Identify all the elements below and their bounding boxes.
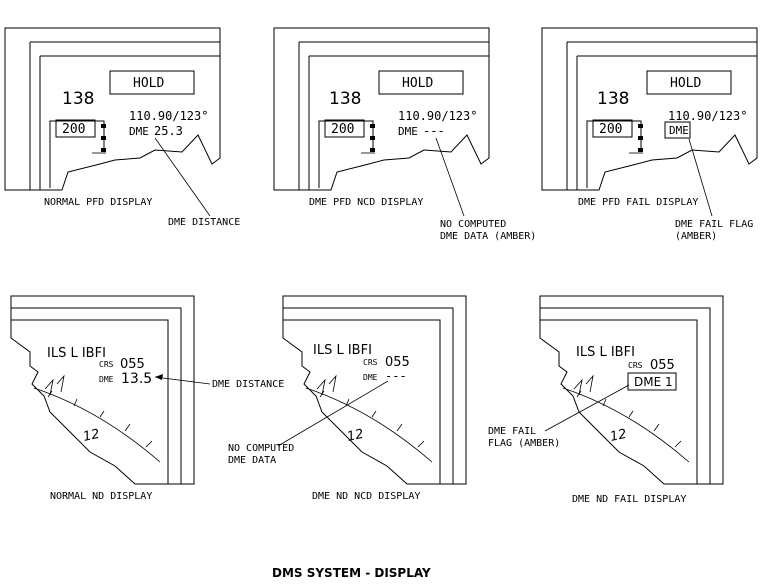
- dme-distance: 25.3: [154, 124, 183, 138]
- callout-label-line2: FLAG (AMBER): [488, 438, 560, 449]
- callout-leader: [277, 380, 389, 447]
- tick-mark: [638, 136, 643, 140]
- dme-label: DME: [129, 125, 149, 138]
- tick-mark: [370, 124, 375, 128]
- callout-leader: [154, 376, 211, 385]
- callout-label: DME DISTANCE: [212, 379, 284, 390]
- nd-panel-ncd: ILS L IBFI CRS 055 DME --- 12 NO COMPUTE…: [228, 295, 467, 502]
- crs-label: CRS: [628, 361, 643, 370]
- callout-label: DME DISTANCE: [168, 217, 240, 228]
- tick-mark: [370, 148, 375, 152]
- altitude-readout: 200: [331, 122, 354, 137]
- callout-leader: [435, 137, 465, 217]
- altitude-box: [592, 119, 633, 138]
- dme-label: DME: [99, 375, 114, 384]
- heading-label: 12: [346, 427, 365, 445]
- panel-caption: DME ND NCD DISPLAY: [312, 491, 420, 502]
- crs-label: CRS: [99, 360, 114, 369]
- altitude-box: [55, 119, 96, 138]
- tick-mark: [638, 124, 643, 128]
- speed-readout: 138: [329, 89, 361, 109]
- altitude-readout: 200: [599, 122, 622, 137]
- hold-label: HOLD: [670, 76, 701, 91]
- nd-panel-normal: ILS L IBFI CRS 055 DME 13.5 12 DME DISTA…: [10, 295, 284, 502]
- crs-value: 055: [120, 357, 145, 372]
- panel-caption: NORMAL ND DISPLAY: [50, 491, 152, 502]
- hold-label: HOLD: [402, 76, 433, 91]
- tick-mark: [638, 148, 643, 152]
- dme-ncd-dashes: ---: [423, 124, 445, 138]
- altitude-box: [324, 119, 365, 138]
- callout-label-line1: NO COMPUTED: [228, 443, 294, 454]
- dme-fail-flag: DME 1: [634, 375, 673, 389]
- callout-leader: [154, 137, 211, 217]
- callout-label-line1: DME FAIL FLAG: [675, 219, 753, 230]
- callout-label-line1: NO COMPUTED: [440, 219, 506, 230]
- heading-label: 12: [609, 427, 628, 445]
- callout-label-line2: DME DATA (AMBER): [440, 231, 536, 242]
- dme-label: DME: [398, 125, 418, 138]
- ils-identifier: ILS L IBFI: [47, 346, 106, 361]
- dme-fail-flag-box: [664, 121, 691, 139]
- dme-distance: 13.5: [121, 371, 152, 387]
- ils-identifier: ILS L IBFI: [313, 343, 372, 358]
- ils-identifier: ILS L IBFI: [576, 345, 635, 360]
- pfd-panel-fail: HOLD 138 110.90/123° DME 200 DME PFD FAI…: [541, 27, 758, 242]
- callout-label-line2: (AMBER): [675, 231, 717, 242]
- panel-caption: DME PFD FAIL DISPLAY: [578, 197, 698, 208]
- nd-panel-fail: ILS L IBFI CRS 055 DME 1 12 DME FAIL FLA…: [488, 295, 724, 505]
- figure-title: DMS SYSTEM - DISPLAY: [272, 566, 431, 580]
- callout-leader: [544, 384, 630, 432]
- freq-course: 110.90/123°: [398, 109, 477, 123]
- crs-label: CRS: [363, 358, 378, 367]
- panel-caption: DME ND FAIL DISPLAY: [572, 494, 686, 505]
- heading-label: 12: [82, 427, 101, 445]
- pfd-panel-normal: HOLD 138 110.90/123° DME 25.3 200 NORMAL…: [4, 27, 240, 228]
- panel-caption: DME PFD NCD DISPLAY: [309, 197, 423, 208]
- altitude-tape: [49, 120, 105, 188]
- altitude-readout: 200: [62, 122, 85, 137]
- hold-box: [646, 70, 732, 95]
- freq-course: 110.90/123°: [129, 109, 208, 123]
- panel-caption: NORMAL PFD DISPLAY: [44, 197, 152, 208]
- speed-readout: 138: [62, 89, 94, 109]
- tick-mark: [101, 148, 106, 152]
- hold-label: HOLD: [133, 76, 164, 91]
- dme-fail-flag-box: [627, 372, 677, 391]
- dme-fail-flag: DME: [669, 124, 689, 137]
- tick-mark: [370, 136, 375, 140]
- dme-ncd-dashes: ---: [385, 369, 407, 383]
- freq-course: 110.90/123°: [668, 109, 747, 123]
- hold-box: [378, 70, 464, 95]
- crs-value: 055: [385, 355, 410, 370]
- callout-label-line2: DME DATA: [228, 455, 276, 466]
- callout-leader: [688, 138, 713, 217]
- hold-box: [109, 70, 195, 95]
- altitude-tape: [318, 120, 374, 188]
- crs-value: 055: [650, 358, 675, 373]
- speed-readout: 138: [597, 89, 629, 109]
- altitude-tape: [586, 120, 642, 188]
- callout-label-line1: DME FAIL: [488, 426, 536, 437]
- pfd-panel-ncd: HOLD 138 110.90/123° DME --- 200 DME PFD…: [273, 27, 536, 242]
- tick-mark: [101, 124, 106, 128]
- dme-label: DME: [363, 373, 378, 382]
- tick-mark: [101, 136, 106, 140]
